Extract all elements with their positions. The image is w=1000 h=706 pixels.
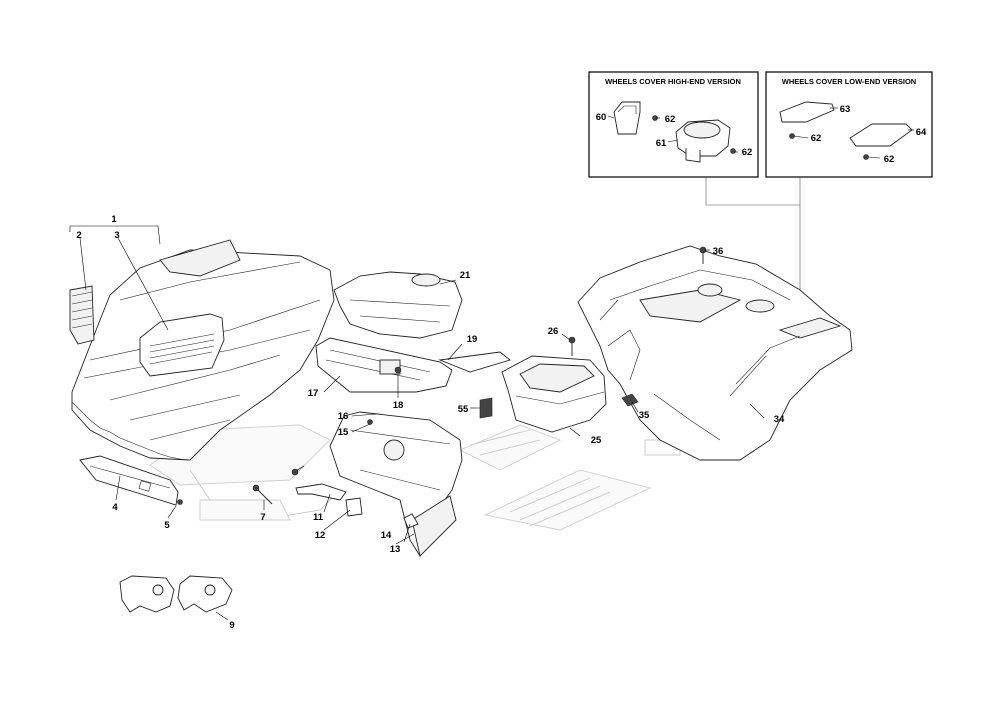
screw-icon [291,468,299,476]
part-12-clip [345,497,363,517]
callout-16: 16 [338,411,349,422]
screw-62-icon [730,148,736,154]
part-35-clip [621,393,639,407]
callout-62-b: 62 [742,147,753,158]
callout-34: 34 [774,414,785,425]
part-21-dashboard [333,271,463,339]
part-3-grille [139,313,225,377]
part-60-cover [613,101,641,135]
callout-17: 17 [308,388,319,399]
callout-19: 19 [467,334,478,345]
inset-box-low-end: WHEELS COVER LOW-END VERSION [765,71,933,178]
callout-11: 11 [313,512,324,523]
part-26-screw-icon [568,336,576,344]
part-11-pedal [295,483,347,501]
callout-26: 26 [548,326,559,337]
inset-title-low-end: WHEELS COVER LOW-END VERSION [782,77,916,86]
callout-64: 64 [916,127,927,138]
callout-15: 15 [338,427,349,438]
callout-55: 55 [458,404,469,415]
part-14-clip [403,513,419,529]
callout-13: 13 [390,544,401,555]
callout-18: 18 [393,400,404,411]
callout-7: 7 [260,512,265,523]
callout-36: 36 [713,246,724,257]
callout-9: 9 [229,620,234,631]
inset-title-high-end: WHEELS COVER HIGH-END VERSION [605,77,741,86]
part-64-cover [849,123,913,147]
callout-2: 2 [76,230,81,241]
callout-1: 1 [111,214,117,225]
part-4-bracket [79,455,179,506]
callout-61: 61 [656,138,667,149]
callout-3: 3 [114,230,119,241]
part-5-screw-icon [177,499,183,505]
part-7-screw-icon [252,484,260,492]
callout-35: 35 [639,410,650,421]
callout-4: 4 [112,502,118,513]
part-63-cover [779,101,835,123]
hood-assembly [69,239,335,461]
callout-62-c: 62 [811,133,822,144]
callout-14: 14 [381,530,392,541]
part-15-screw-icon [367,419,373,425]
callout-62-a: 62 [665,114,676,125]
leader-lines [69,107,914,621]
callout-12: 12 [315,530,326,541]
part-55-knob [479,397,493,419]
callout-60: 60 [596,112,607,123]
part-13-bracket [411,495,457,557]
callout-62-d: 62 [884,154,895,165]
part-9-pads [119,575,233,613]
part-34-rear-body [577,245,853,461]
callout-21: 21 [460,270,471,281]
callout-63: 63 [840,104,851,115]
part-2-vent [69,285,95,345]
part-19-cover [438,351,511,373]
callout-5: 5 [164,520,170,531]
part-18-screw-icon [394,366,402,374]
inset-box-high-end: WHEELS COVER HIGH-END VERSION [588,71,759,178]
screw-62-icon [863,154,869,160]
callout-25: 25 [591,435,602,446]
screw-62-icon [789,133,795,139]
